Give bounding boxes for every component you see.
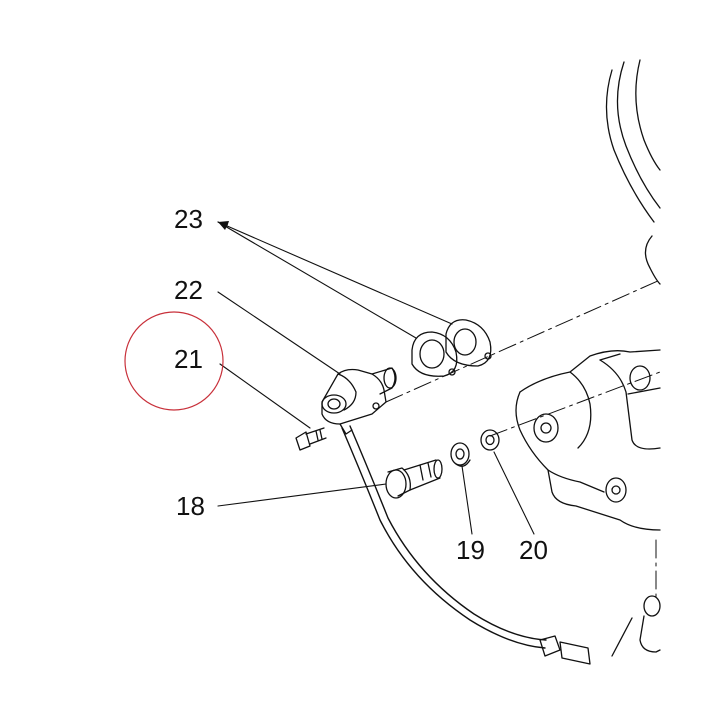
flanged-bolt bbox=[385, 459, 443, 499]
mounting-block bbox=[515, 349, 661, 531]
highlight-circle bbox=[124, 311, 224, 411]
callout-22: 22 bbox=[174, 275, 203, 305]
callout-18: 18 bbox=[176, 491, 205, 521]
engine-housing-outline bbox=[605, 59, 661, 285]
leader-lines bbox=[217, 221, 535, 535]
callout-23: 23 bbox=[174, 204, 203, 234]
sensor-cable bbox=[341, 425, 591, 665]
washers bbox=[450, 429, 500, 467]
leader-arrowheads bbox=[218, 221, 229, 230]
sensor-bracket bbox=[321, 367, 397, 435]
callout-20: 20 bbox=[519, 535, 548, 565]
callout-19: 19 bbox=[456, 535, 485, 565]
assembly-axis-lines bbox=[385, 279, 661, 601]
lower-bracket bbox=[611, 595, 661, 657]
gasket-pair bbox=[411, 319, 492, 377]
small-bolt bbox=[295, 427, 327, 451]
callout-21: 21 bbox=[174, 344, 203, 374]
